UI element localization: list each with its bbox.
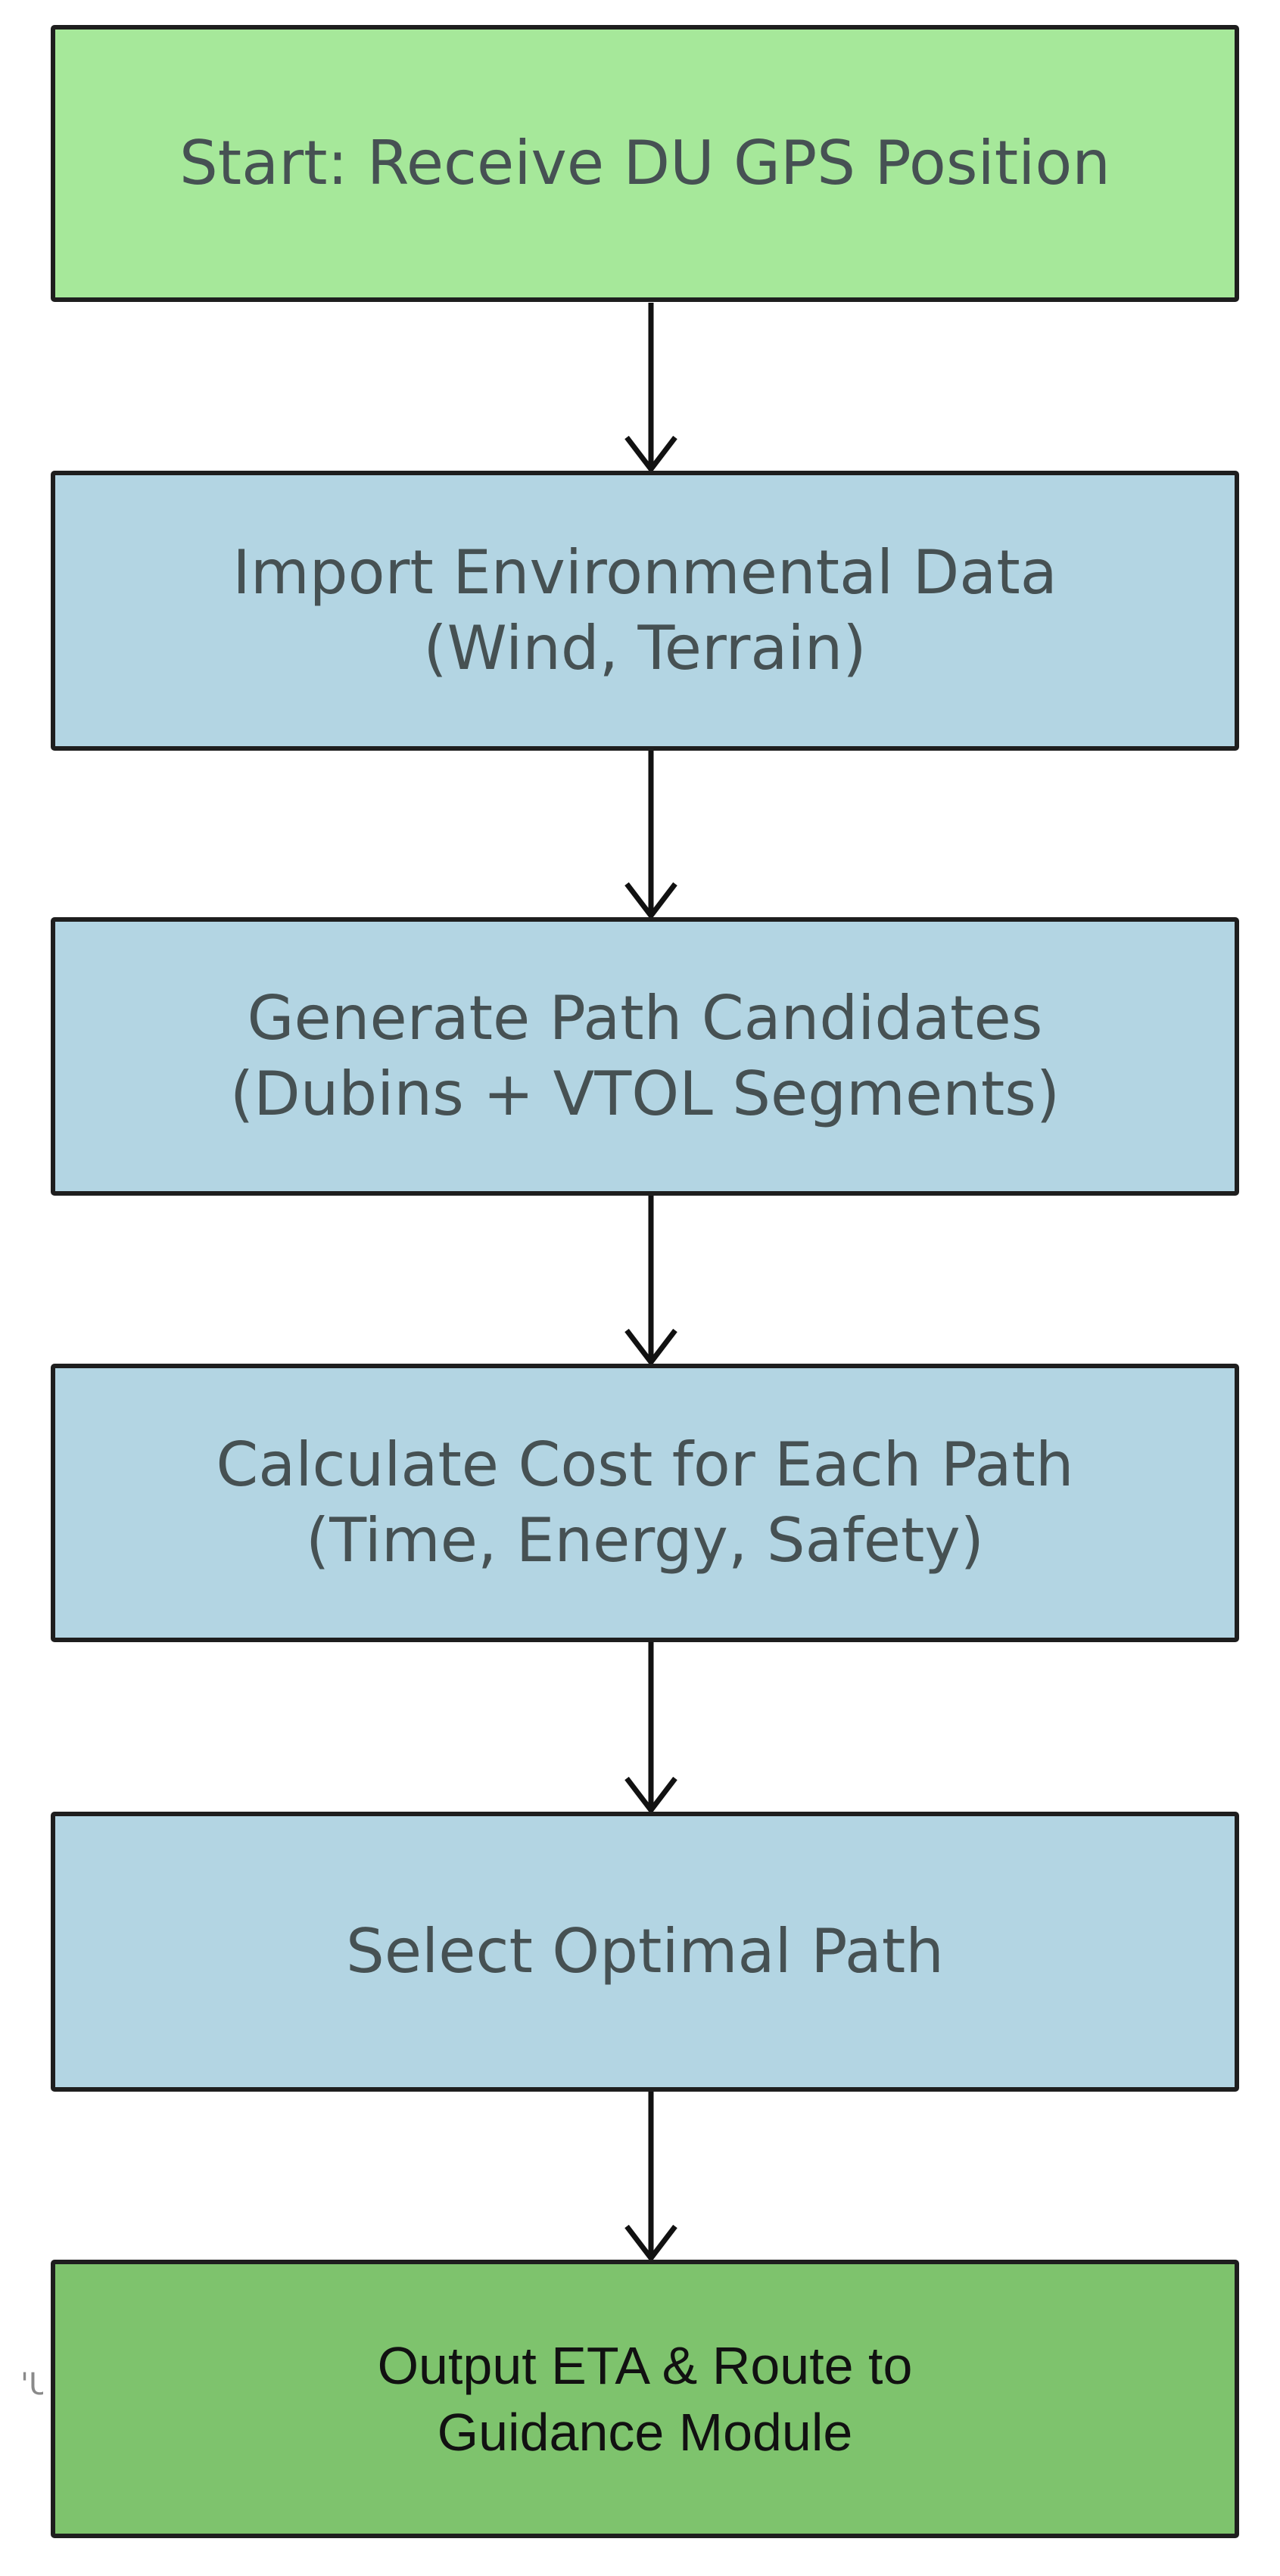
import-environmental-data-label: Import Environmental Data (Wind, Terrain…: [232, 537, 1057, 683]
generate-path-candidates-label: Generate Path Candidates (Dubins + VTOL …: [229, 983, 1060, 1129]
arrow-calculate-to-select: [624, 1642, 677, 1815]
edge-mark: 'U: [20, 2367, 43, 2402]
generate-path-candidates-node: Generate Path Candidates (Dubins + VTOL …: [51, 917, 1239, 1196]
import-environmental-data-node: Import Environmental Data (Wind, Terrain…: [51, 471, 1239, 751]
arrow-import-to-generate: [624, 751, 677, 920]
select-optimal-path-label: Select Optimal Path: [346, 1916, 944, 1986]
output-node: Output ETA & Route to Guidance Module: [51, 2260, 1239, 2538]
output-node-label: Output ETA & Route to Guidance Module: [377, 2336, 913, 2462]
select-optimal-path-node: Select Optimal Path: [51, 1812, 1239, 2092]
start-node: Start: Receive DU GPS Position: [51, 25, 1239, 302]
arrow-start-to-import: [624, 303, 677, 474]
start-node-label: Start: Receive DU GPS Position: [179, 128, 1110, 198]
calculate-cost-label: Calculate Cost for Each Path (Time, Ener…: [216, 1430, 1074, 1576]
arrow-select-to-output: [624, 2092, 677, 2263]
calculate-cost-node: Calculate Cost for Each Path (Time, Ener…: [51, 1364, 1239, 1642]
arrow-generate-to-calculate: [624, 1196, 677, 1367]
